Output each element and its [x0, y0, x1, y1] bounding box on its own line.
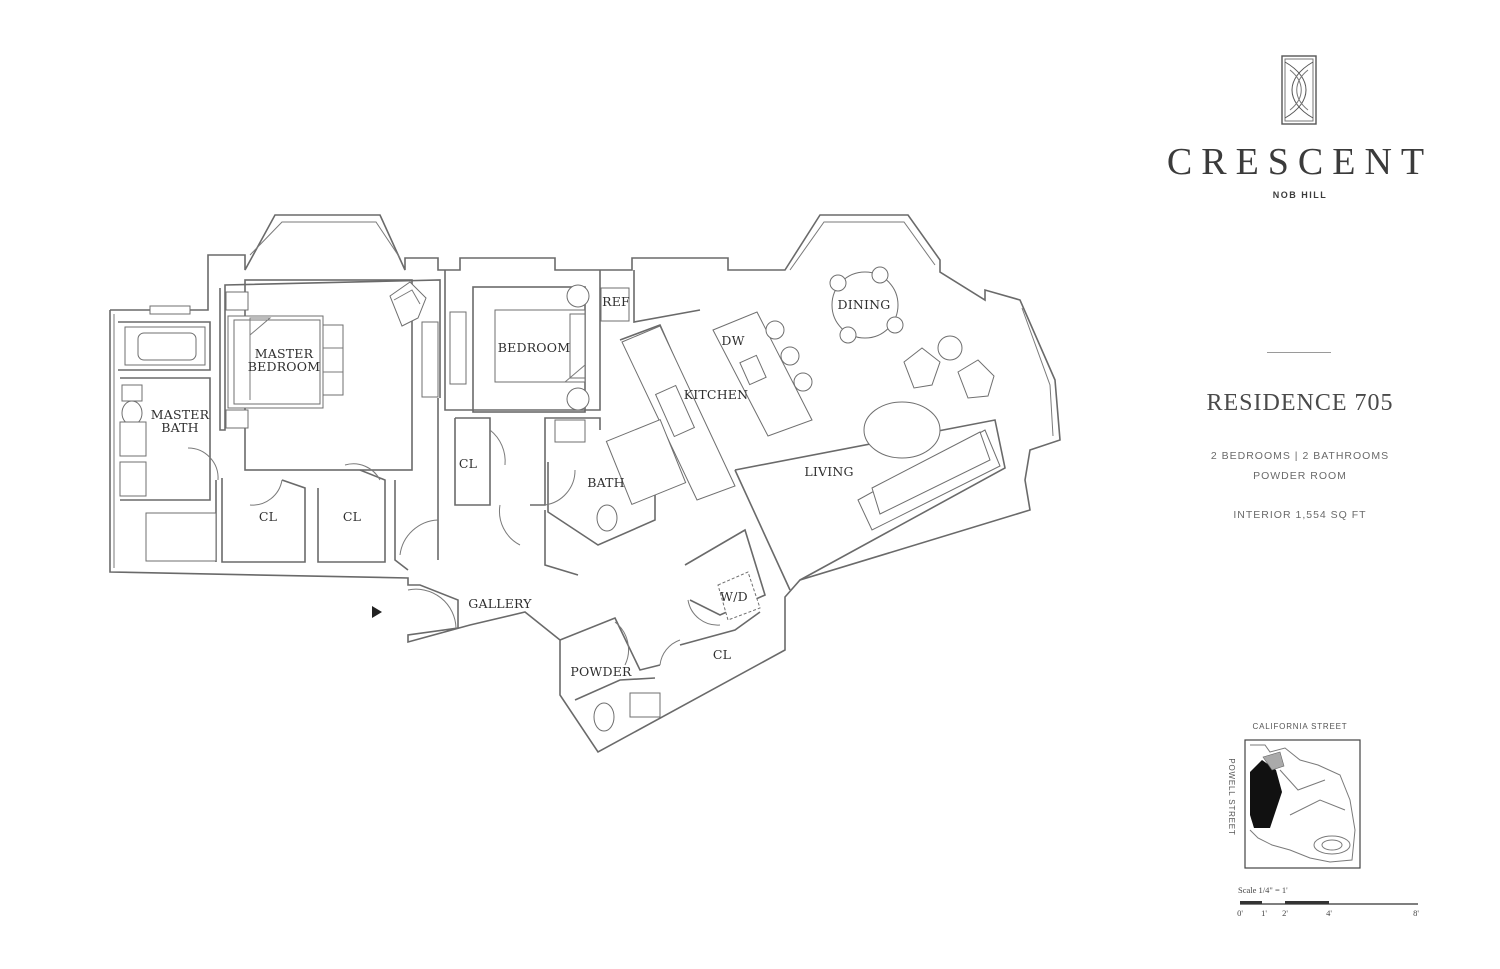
residence-extra: POWDER ROOM [1253, 470, 1347, 482]
label-wd: W/D [720, 589, 748, 604]
residence-title: RESIDENCE 705 [1206, 390, 1394, 416]
brand-name: CRESCENT [1166, 141, 1434, 183]
label-kitchen: KITCHEN [684, 387, 749, 402]
scale-bar: Scale 1/4" = 1' 0' 1' 2' 4' 8' [1237, 885, 1419, 918]
brand-subtitle: NOB HILL [1272, 190, 1328, 200]
room-labels: MASTER BEDROOM MASTER BATH BEDROOM REF D… [151, 294, 891, 679]
label-gallery: GALLERY [468, 596, 532, 611]
scale-tick-4: 8' [1413, 908, 1419, 918]
master-chair [389, 281, 427, 327]
label-master-bath-1: MASTER [151, 407, 210, 422]
divider [1267, 352, 1331, 353]
scale-tick-2: 2' [1282, 908, 1288, 918]
label-closet-1: CL [459, 456, 477, 471]
living-furniture [857, 335, 1001, 531]
label-bath: BATH [587, 475, 625, 490]
label-bedroom: BEDROOM [498, 340, 570, 355]
scale-tick-0: 0' [1237, 908, 1243, 918]
powell-street-label: POWELL STREET [1227, 758, 1236, 835]
crescent-monogram-icon [1281, 55, 1317, 125]
label-ref: REF [602, 294, 630, 309]
scale-tick-1: 1' [1261, 908, 1267, 918]
perimeter-walls [109, 214, 1061, 754]
residence-area: INTERIOR 1,554 SQ FT [1233, 509, 1367, 521]
label-closet-4: CL [713, 647, 731, 662]
entry-arrow-icon [372, 606, 382, 618]
label-dw: DW [721, 333, 744, 348]
label-powder: POWDER [570, 664, 632, 679]
master-bed [225, 291, 439, 429]
label-master-bedroom-2: BEDROOM [248, 359, 320, 374]
unit-highlight [1250, 760, 1282, 828]
label-living: LIVING [804, 464, 853, 479]
powder-fixtures [593, 692, 661, 732]
scale-label: Scale 1/4" = 1' [1238, 885, 1288, 895]
scale-tick-3: 4' [1326, 908, 1332, 918]
wd-closet [717, 571, 761, 621]
interior-walls [118, 270, 1006, 701]
label-master-bath-2: BATH [161, 420, 199, 435]
key-plan: CALIFORNIA STREET POWELL STREET [1227, 722, 1361, 869]
residence-rooms: 2 BEDROOMS | 2 BATHROOMS [1210, 450, 1390, 462]
california-street-label: CALIFORNIA STREET [1253, 722, 1348, 731]
door-swings [187, 429, 721, 666]
label-dining: DINING [838, 297, 891, 312]
label-closet-2: CL [259, 509, 277, 524]
master-bath-fixtures [119, 384, 217, 562]
label-master-bedroom-1: MASTER [255, 346, 314, 361]
label-closet-3: CL [343, 509, 361, 524]
dining-table [829, 266, 904, 344]
kitchen-fixtures [554, 287, 813, 532]
bathtub [124, 305, 206, 366]
bedroom-bed [449, 284, 590, 411]
